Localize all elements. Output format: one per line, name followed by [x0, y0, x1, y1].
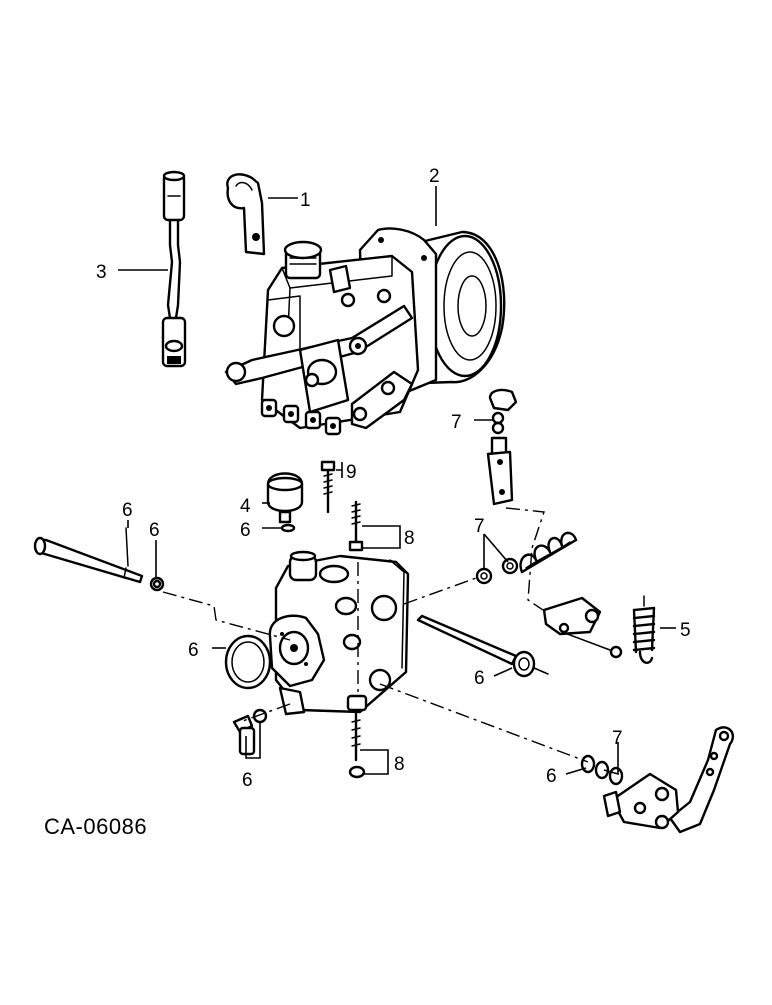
part-6-screw-washer	[232, 708, 268, 756]
callout-9: 9	[346, 462, 357, 483]
governor-spring	[519, 531, 578, 574]
callout-6-washer-right: 6	[546, 766, 557, 787]
part-2-injection-pump	[224, 227, 506, 436]
drawing-code: CA-06086	[44, 814, 147, 839]
part-9-screw	[320, 460, 336, 514]
part-6-shaft-left	[33, 527, 165, 592]
callout-leaders	[118, 186, 676, 776]
callout-6-shaft-right: 6	[474, 668, 485, 689]
part-8-upper-stud	[348, 500, 364, 552]
part-4-cap	[266, 472, 304, 533]
spring-link-lever	[542, 596, 623, 659]
callout-6-screw: 6	[242, 770, 253, 791]
part-6-shaft-right	[416, 614, 549, 678]
callout-2: 2	[429, 166, 440, 187]
part-1-clip	[226, 173, 266, 256]
callout-1: 1	[300, 190, 311, 211]
part-3-link-rod	[161, 170, 187, 368]
throttle-lever	[602, 726, 735, 834]
callout-6-shaft-left: 6	[122, 500, 133, 521]
callout-7-lower: 7	[612, 728, 623, 749]
callout-numbers: 1 2 3 7 9 4 6 8 6 6 7 6 5 6 6 8 6 7	[96, 166, 691, 791]
callout-8-upper: 8	[404, 528, 415, 549]
callout-6-cap: 6	[240, 520, 251, 541]
part-5-spring	[632, 595, 656, 664]
callout-8-lower: 8	[394, 754, 405, 775]
callout-6-gasket: 6	[188, 640, 199, 661]
assembly-centerlines	[162, 507, 589, 763]
delivery-valve-fittings	[260, 398, 342, 436]
part-7-washers-mid	[475, 557, 519, 585]
callout-7-mid: 7	[474, 516, 485, 537]
governor-housing	[268, 550, 410, 716]
callout-6-washer-left: 6	[149, 520, 160, 541]
callout-5: 5	[680, 620, 691, 641]
part-7-upper-link	[486, 388, 518, 506]
part-6-gasket	[224, 634, 272, 690]
part-8-lower-stud	[348, 712, 366, 779]
part-6-7-washers-lower	[580, 754, 624, 786]
callout-3: 3	[96, 262, 107, 283]
callout-7-upper: 7	[451, 412, 462, 433]
callout-4: 4	[240, 496, 251, 517]
